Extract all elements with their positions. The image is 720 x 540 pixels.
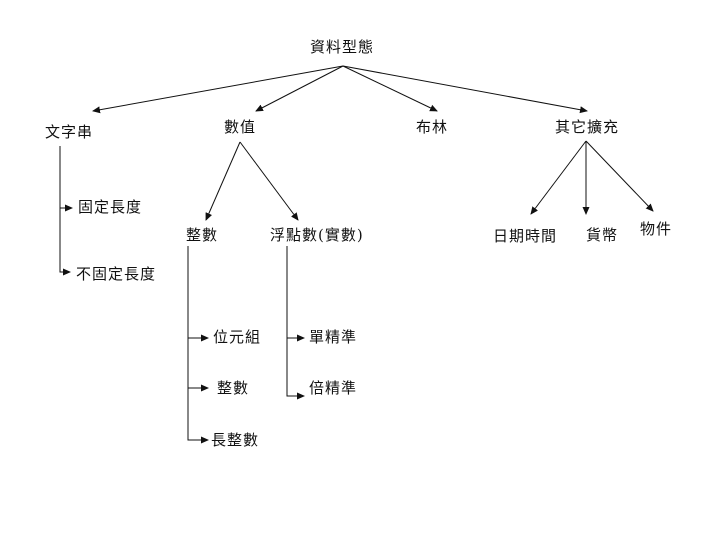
edge-float-to-single: [286, 246, 305, 342]
node-floating-point: 浮點數(實數): [270, 226, 364, 244]
edge-integer-to-long: [187, 388, 209, 444]
node-other-extensions: 其它擴充: [555, 118, 620, 136]
node-integer: 整數: [186, 226, 219, 244]
edge-string-to-fixed-length: [59, 146, 73, 212]
edge-numeric-to-integer: [205, 141, 241, 221]
edge-string-to-variable-length: [59, 208, 71, 276]
edge-root-to-boolean: [342, 65, 438, 112]
node-fixed-length: 固定長度: [78, 198, 143, 216]
edge-float-to-double: [286, 338, 305, 400]
edge-extension-to-datetime: [530, 140, 587, 215]
edge-integer-to-byte: [187, 246, 209, 342]
node-datetime: 日期時間: [493, 227, 558, 245]
edge-numeric-to-float: [239, 141, 299, 221]
node-long-integer: 長整數: [211, 431, 260, 449]
node-byte: 位元組: [213, 328, 262, 346]
node-single-precision: 單精準: [309, 328, 358, 346]
node-string: 文字串: [45, 123, 94, 141]
edge-integer-to-int: [187, 338, 209, 392]
edge-extension-to-object: [585, 140, 654, 212]
node-numeric: 數值: [224, 118, 257, 136]
node-int: 整數: [217, 379, 250, 397]
node-boolean: 布林: [416, 118, 449, 136]
edge-root-to-string: [92, 65, 344, 114]
root-node-data-types: 資料型態: [310, 38, 375, 56]
node-currency: 貨幣: [586, 226, 619, 244]
node-object: 物件: [640, 220, 673, 238]
node-double-precision: 倍精準: [309, 379, 358, 397]
node-variable-length: 不固定長度: [76, 265, 157, 283]
edge-root-to-numeric: [255, 65, 344, 112]
edge-root-to-extension: [342, 65, 588, 114]
